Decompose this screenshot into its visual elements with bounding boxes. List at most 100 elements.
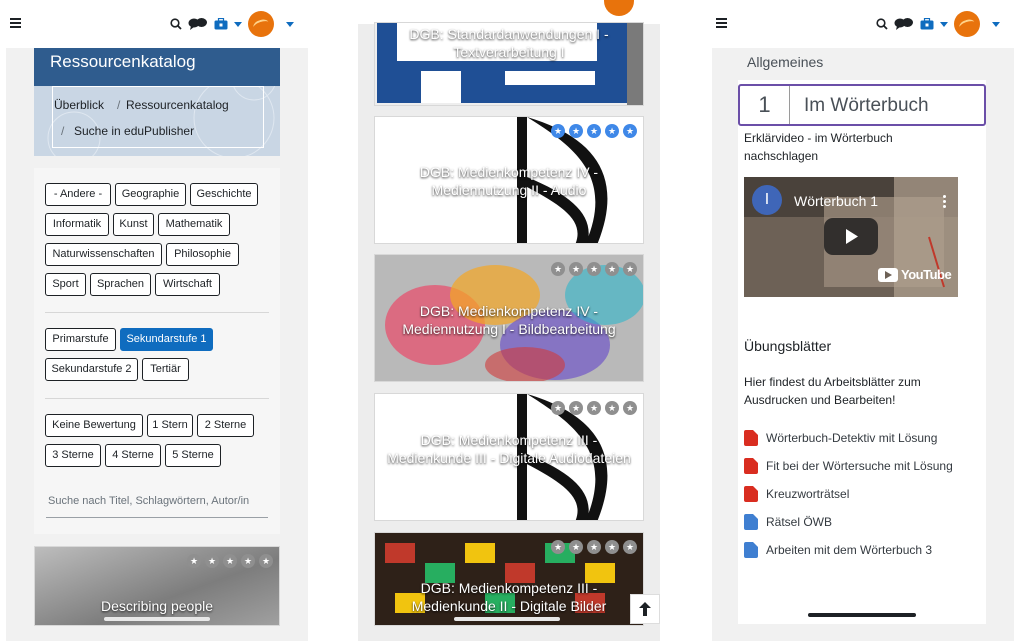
breadcrumb: [52, 86, 264, 148]
filter-rating-none[interactable]: Keine Bewertung: [45, 414, 143, 437]
pdf-file-icon: [744, 430, 758, 446]
filter-level-tertiaer[interactable]: Tertiär: [142, 358, 189, 381]
video-description: Erklärvideo - im Wörterbuch nachschlagen: [744, 131, 893, 163]
star-icon: ★: [187, 554, 201, 568]
card-title: DGB: Medienkompetenz III - Medienkunde I…: [411, 580, 607, 614]
briefcase-icon[interactable]: [214, 18, 228, 30]
search-input[interactable]: Suche nach Titel, Schlagwörtern, Autor/i…: [48, 495, 250, 507]
filter-rating-2[interactable]: 2 Sterne: [197, 414, 254, 437]
video-player[interactable]: I Wörterbuch 1 YouTube: [744, 177, 958, 297]
scroll-top-button[interactable]: [630, 594, 660, 624]
filter-subject-sport[interactable]: Sport: [45, 273, 86, 296]
filter-rating-1[interactable]: 1 Stern: [147, 414, 193, 437]
filter-subject-geschichte[interactable]: Geschichte: [190, 183, 258, 206]
resource-link[interactable]: Arbeiten mit dem Wörterbuch 3: [744, 541, 932, 559]
card-title: DGB: Medienkompetenz IV - Mediennutzung …: [402, 303, 616, 337]
resource-link[interactable]: Kreuzworträtsel: [744, 485, 849, 503]
more-vertical-icon[interactable]: [943, 195, 946, 209]
chevron-down-icon[interactable]: [940, 21, 948, 27]
star-rating: ★ ★ ★ ★ ★: [551, 540, 637, 554]
star-icon: ★: [569, 124, 583, 138]
filter-subject-wirtschaft[interactable]: Wirtschaft: [155, 273, 220, 296]
course-content: [738, 80, 986, 624]
star-icon: ★: [623, 401, 637, 415]
exercises-intro: Hier findest du Arbeitsblätter zum Ausdr…: [744, 375, 921, 407]
star-icon: ★: [223, 554, 237, 568]
star-icon: ★: [569, 401, 583, 415]
breadcrumb-separator: /: [117, 98, 121, 112]
avatar[interactable]: [954, 11, 980, 37]
resource-card[interactable]: ★ ★ ★ ★ ★ DGB: Medienkompetenz III - Med…: [374, 393, 644, 521]
star-rating: ★ ★ ★ ★ ★: [551, 124, 637, 138]
video-title: Wörterbuch 1: [794, 193, 879, 209]
exercises-heading: Übungsblätter: [744, 338, 832, 354]
filter-level-sekundarstufe-1[interactable]: Sekundarstufe 1: [120, 328, 213, 351]
resource-card[interactable]: ★ ★ ★ ★ ★ DGB: Medienkompetenz IV - Medi…: [374, 116, 644, 244]
filter-subject-naturwissenschaften[interactable]: Naturwissenschaften: [45, 243, 162, 266]
chevron-down-icon[interactable]: [286, 21, 294, 27]
card-title: Describing people: [100, 598, 214, 614]
filter-subject-philosophie[interactable]: Philosophie: [166, 243, 239, 266]
star-icon: ★: [623, 262, 637, 276]
resource-link[interactable]: Fit bei der Wörtersuche mit Lösung: [744, 457, 953, 475]
breadcrumb-item-overview[interactable]: Überblick: [54, 98, 105, 112]
play-button[interactable]: [824, 218, 878, 255]
star-icon: ★: [605, 401, 619, 415]
star-icon: ★: [551, 262, 565, 276]
breadcrumb-item-search: Suche in eduPublisher: [74, 124, 195, 138]
resource-link[interactable]: Rätsel ÖWB: [744, 513, 832, 531]
top-navbar: [712, 0, 1014, 48]
card-thumbnail: [375, 255, 643, 381]
resource-card[interactable]: ★ ★ ★ ★ ★ Describing people: [34, 546, 280, 626]
star-rating: ★ ★ ★ ★ ★: [551, 401, 637, 415]
filter-rating-5[interactable]: 5 Sterne: [165, 444, 221, 467]
chevron-down-icon[interactable]: [234, 21, 242, 27]
chevron-down-icon[interactable]: [992, 21, 1000, 27]
resource-card[interactable]: DGB: Standardanwendungen I - Textverarbe…: [374, 22, 644, 106]
filter-subject-other[interactable]: - Andere -: [45, 183, 111, 206]
star-icon: ★: [551, 401, 565, 415]
breadcrumb-separator: /: [61, 124, 65, 138]
star-rating: ★ ★ ★ ★ ★: [551, 262, 637, 276]
banner-header: [34, 48, 280, 86]
resource-card[interactable]: ★ ★ ★ ★ ★ DGB: Medienkompetenz IV - Medi…: [374, 254, 644, 382]
card-title: DGB: Medienkompetenz IV - Mediennutzung …: [419, 164, 599, 198]
chat-bubbles-icon[interactable]: [894, 17, 914, 31]
filter-subject-mathematik[interactable]: Mathematik: [158, 213, 230, 236]
star-icon: ★: [551, 540, 565, 554]
avatar[interactable]: [604, 0, 634, 16]
star-icon: ★: [205, 554, 219, 568]
search-icon[interactable]: [876, 18, 888, 30]
card-thumbnail: [375, 23, 643, 105]
breadcrumb-item-catalog[interactable]: Ressourcenkatalog: [126, 98, 229, 112]
card-thumbnail: [517, 117, 608, 243]
filter-rating-4[interactable]: 4 Sterne: [105, 444, 161, 467]
filter-level-sekundarstufe-2[interactable]: Sekundarstufe 2: [45, 358, 138, 381]
filter-subject-kunst[interactable]: Kunst: [113, 213, 154, 236]
resource-link[interactable]: Wörterbuch-Detektiv mit Lösung: [744, 429, 937, 447]
filter-subject-geographie[interactable]: Geographie: [115, 183, 186, 206]
hamburger-icon[interactable]: [716, 18, 727, 28]
avatar[interactable]: [248, 11, 274, 37]
channel-avatar: I: [752, 185, 782, 215]
card-title: DGB: Medienkompetenz III - Medienkunde I…: [387, 432, 631, 466]
star-icon: ★: [569, 540, 583, 554]
briefcase-icon[interactable]: [920, 18, 934, 30]
star-icon: ★: [605, 124, 619, 138]
page-title: Ressourcenkatalog: [50, 52, 196, 71]
hamburger-icon[interactable]: [10, 18, 21, 28]
resource-card[interactable]: ★ ★ ★ ★ ★ DGB: Medienkompetenz III - Med…: [374, 532, 644, 626]
star-icon: ★: [605, 540, 619, 554]
filter-level-primarstufe[interactable]: Primarstufe: [45, 328, 116, 351]
filter-subject-informatik[interactable]: Informatik: [45, 213, 109, 236]
chat-bubbles-icon[interactable]: [188, 17, 208, 31]
divider: [45, 398, 269, 399]
topic-number: 1: [740, 86, 790, 124]
filter-rating-3[interactable]: 3 Sterne: [45, 444, 101, 467]
star-icon: ★: [569, 262, 583, 276]
filter-subject-sprachen[interactable]: Sprachen: [90, 273, 151, 296]
phone-resource-list: DGB: Standardanwendungen I - Textverarbe…: [358, 0, 660, 641]
search-icon[interactable]: [170, 18, 182, 30]
star-icon: ★: [259, 554, 273, 568]
phone-resource-catalog: Ressourcenkatalog Überblick / Ressourcen…: [6, 0, 308, 641]
